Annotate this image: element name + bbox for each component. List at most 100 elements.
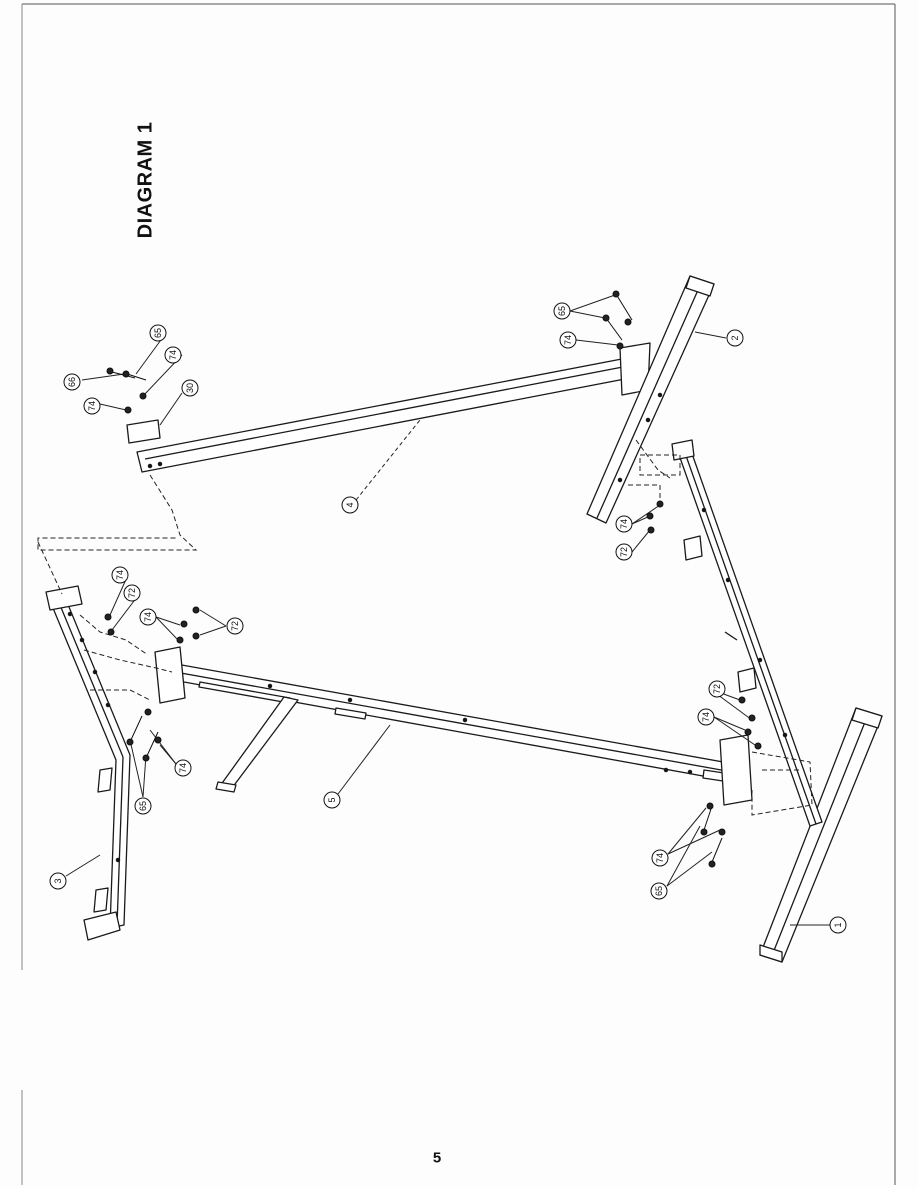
callout-label: 66 — [67, 377, 77, 387]
callout-74: 74 — [164, 346, 182, 364]
callout-74: 74 — [174, 759, 192, 777]
nut-74-bottom-right — [706, 802, 726, 836]
nut-72-left-a — [107, 628, 115, 636]
callout-label: 74 — [563, 335, 573, 345]
nut-74-left-b — [176, 620, 188, 644]
callout-30: 30 — [181, 379, 199, 397]
callout-label: 74 — [87, 401, 97, 411]
callout-label: 4 — [345, 502, 355, 507]
hardware-fasteners — [104, 290, 762, 868]
callout-74: 74 — [697, 708, 715, 726]
callout-circle — [829, 916, 847, 934]
callout-label: 30 — [185, 383, 195, 393]
callout-label: 65 — [153, 328, 163, 338]
callout-circle — [341, 496, 359, 514]
callout-74: 74 — [651, 849, 669, 867]
callout-2: 2 — [726, 329, 744, 347]
assembly-guide-lines — [37, 439, 813, 816]
callout-1: 1 — [829, 916, 847, 934]
callout-circle — [726, 329, 744, 347]
callout-label: 74 — [655, 853, 665, 863]
callout-label: 74 — [115, 570, 125, 580]
callout-circle — [697, 708, 715, 726]
nut-74-top-left-a — [124, 406, 132, 414]
callout-circle — [615, 515, 633, 533]
callout-circle — [615, 543, 633, 561]
nut-74-left-a — [104, 613, 112, 621]
callout-72: 72 — [708, 680, 726, 698]
callout-label: 72 — [712, 684, 722, 694]
callout-circle — [650, 882, 668, 900]
callout-circle — [708, 680, 726, 698]
callout-65: 65 — [149, 324, 167, 342]
callout-circle — [651, 849, 669, 867]
callout-circle — [226, 617, 244, 635]
callout-label: 3 — [53, 878, 63, 883]
bolt-65-top-right-a — [612, 290, 633, 321]
callout-circle — [134, 797, 152, 815]
callout-label: 5 — [327, 797, 337, 802]
callout-circle — [49, 872, 67, 890]
nut-74-top-right-a — [616, 342, 624, 350]
callout-label: 74 — [143, 612, 153, 622]
callout-4: 4 — [341, 496, 359, 514]
nut-74-top-right-b — [624, 318, 632, 326]
nut-74-lower-left — [144, 708, 162, 744]
callout-circle — [123, 584, 141, 602]
callout-65: 65 — [553, 302, 571, 320]
callout-66: 66 — [63, 373, 81, 391]
callout-circle — [63, 373, 81, 391]
bolt-65-top-left — [122, 370, 147, 381]
part-3-left-frame — [45, 585, 131, 941]
part-4-upright — [126, 342, 651, 473]
bolt-65-top-right-b — [602, 314, 623, 341]
nut-74-lower-right — [744, 728, 762, 750]
callout-label: 65 — [654, 886, 664, 896]
nut-74-top-left-b — [139, 392, 147, 400]
bolt-65-lower-left-a — [126, 715, 143, 746]
callout-label: 2 — [730, 335, 740, 340]
callout-74: 74 — [139, 608, 157, 626]
bolt-66 — [106, 367, 136, 379]
part-5-main-beam — [154, 646, 753, 806]
callout-circle — [139, 608, 157, 626]
callout-72: 72 — [123, 584, 141, 602]
callout-label: 74 — [168, 350, 178, 360]
nut-72-mid-right — [647, 526, 655, 534]
callout-65: 65 — [650, 882, 668, 900]
leader-lines — [65, 294, 830, 926]
callout-label: 72 — [230, 621, 240, 631]
callout-label: 65 — [557, 306, 567, 316]
nut-72-lower-right — [738, 696, 756, 722]
callout-circle — [164, 346, 182, 364]
bolt-65-bottom-right-a — [700, 805, 713, 836]
callout-label: 74 — [178, 763, 188, 773]
callout-label: 72 — [127, 588, 137, 598]
callout-label: 74 — [701, 712, 711, 722]
callout-circle — [181, 379, 199, 397]
page-number: 5 — [432, 1149, 442, 1167]
callout-label: 74 — [619, 519, 629, 529]
callout-circle — [149, 324, 167, 342]
diagram-title: DIAGRAM 1 — [134, 121, 157, 239]
callout-74: 74 — [615, 515, 633, 533]
callout-circle — [553, 302, 571, 320]
nut-72-left-b — [192, 606, 200, 640]
callout-74: 74 — [559, 331, 577, 349]
bolt-65-lower-left-b — [142, 731, 159, 762]
part-1-base-tube — [759, 707, 883, 963]
callout-circle — [323, 791, 341, 809]
bolt-65-bottom-right-b — [708, 837, 723, 868]
callout-circle — [111, 566, 129, 584]
part-2-base-tube — [586, 275, 715, 524]
callout-label: 65 — [138, 801, 148, 811]
callout-72: 72 — [226, 617, 244, 635]
nut-74-mid-right — [646, 500, 664, 520]
callout-74: 74 — [83, 397, 101, 415]
callout-3: 3 — [49, 872, 67, 890]
callout-5: 5 — [323, 791, 341, 809]
callout-circle — [559, 331, 577, 349]
